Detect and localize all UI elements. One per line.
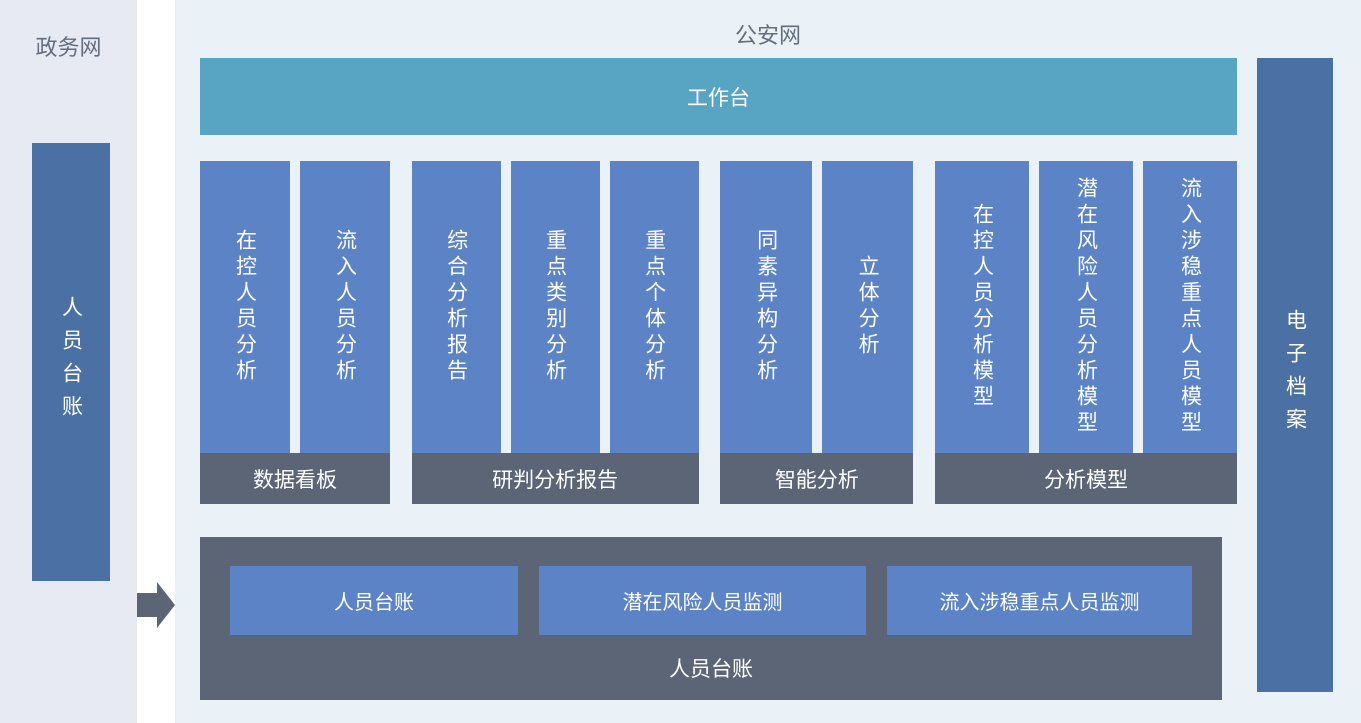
module-bar-label: 同素异构分析 xyxy=(754,229,778,385)
module-bar-label: 立体分析 xyxy=(856,255,880,359)
module-group: 综合分析报告 重点类别分析 重点个体分析研判分析报告 xyxy=(411,161,699,504)
module-bar: 潜在风险人员分析模型 xyxy=(1038,161,1133,453)
module-bar-label: 流入人员分析 xyxy=(333,229,357,385)
module-bar-label: 重点个体分析 xyxy=(642,229,666,385)
ledger-buttons-row: 人员台账潜在风险人员监测流入涉稳重点人员监测 xyxy=(230,566,1192,635)
workbench-bar: 工作台 xyxy=(200,58,1237,135)
module-group-label: 智能分析 xyxy=(720,453,914,504)
module-bar: 同素异构分析 xyxy=(720,161,812,453)
module-bar-label: 流入涉稳重点人员模型 xyxy=(1178,177,1202,437)
module-bars-row: 综合分析报告 重点类别分析 重点个体分析 xyxy=(411,161,699,453)
module-groups-row: 在控人员分析 流入人员分析数据看板 综合分析报告 重点类别分析 重点个体分析研判分析报告… xyxy=(200,161,1237,504)
personnel-ledger-source-bar: 人员台账 xyxy=(32,143,110,581)
module-bar-label: 潜在风险人员分析模型 xyxy=(1074,177,1098,437)
workbench-label: 工作台 xyxy=(687,86,750,110)
module-group: 在控人员分析 流入人员分析数据看板 xyxy=(200,161,390,504)
module-bar-label: 在控人员分析模型 xyxy=(970,203,994,411)
ledger-button: 人员台账 xyxy=(230,566,518,635)
ledger-button: 潜在风险人员监测 xyxy=(539,566,866,635)
gov-network-title: 政务网 xyxy=(35,35,102,60)
module-group: 在控人员分析模型 潜在风险人员分析模型 流入涉稳重点人员模型分析模型 xyxy=(934,161,1237,504)
module-group-label: 分析模型 xyxy=(934,453,1237,504)
flow-arrow-head xyxy=(157,582,175,628)
personnel-ledger-box-label: 人员台账 xyxy=(669,658,753,681)
module-bar-label: 在控人员分析 xyxy=(233,229,257,385)
module-bar: 立体分析 xyxy=(821,161,914,453)
electronic-archive-label: 电子档案 xyxy=(1283,309,1307,441)
module-bar: 重点个体分析 xyxy=(609,161,699,453)
ledger-button: 流入涉稳重点人员监测 xyxy=(887,566,1192,635)
electronic-archive-bar: 电子档案 xyxy=(1257,58,1333,692)
module-group-label: 研判分析报告 xyxy=(411,453,699,504)
flow-arrow-icon xyxy=(137,582,175,628)
module-bar: 在控人员分析模型 xyxy=(934,161,1029,453)
module-bars-row: 在控人员分析模型 潜在风险人员分析模型 流入涉稳重点人员模型 xyxy=(934,161,1237,453)
module-group-label: 数据看板 xyxy=(200,453,390,504)
module-group: 同素异构分析 立体分析智能分析 xyxy=(720,161,914,504)
gov-network-panel: 政务网 人员台账 xyxy=(0,0,137,723)
module-bar-label: 综合分析报告 xyxy=(444,229,468,385)
personnel-ledger-source-label: 人员台账 xyxy=(59,296,83,428)
module-bar: 综合分析报告 xyxy=(411,161,501,453)
module-bar: 重点类别分析 xyxy=(510,161,600,453)
module-bars-row: 在控人员分析 流入人员分析 xyxy=(200,161,390,453)
module-bars-row: 同素异构分析 立体分析 xyxy=(720,161,914,453)
personnel-ledger-box: 人员台账潜在风险人员监测流入涉稳重点人员监测 人员台账 xyxy=(200,537,1222,700)
police-network-panel: 公安网 工作台 在控人员分析 流入人员分析数据看板 综合分析报告 重点类别分析 重点个体… xyxy=(175,0,1361,723)
police-network-title: 公安网 xyxy=(734,23,801,48)
module-bar: 在控人员分析 xyxy=(200,161,290,453)
module-bar-label: 重点类别分析 xyxy=(543,229,567,385)
module-bar: 流入人员分析 xyxy=(300,161,390,453)
module-bar: 流入涉稳重点人员模型 xyxy=(1142,161,1237,453)
flow-arrow-stem xyxy=(137,593,159,617)
